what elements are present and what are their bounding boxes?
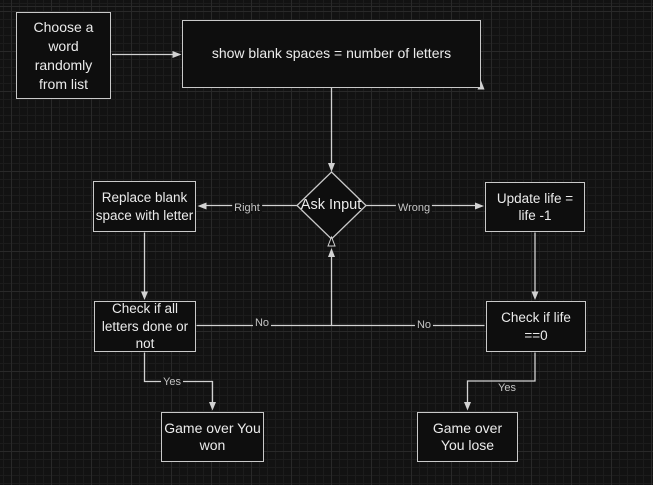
arrowhead-into-replace (197, 202, 207, 210)
arrowhead-into-checklife (531, 291, 539, 300)
node-check-all-letters-label: Check if all letters done or not (101, 301, 189, 352)
node-game-over-lose[interactable]: Game over You lose (417, 412, 518, 462)
edge-label-no-right[interactable]: No (414, 319, 434, 331)
edge-label-yes-right[interactable]: Yes (496, 382, 518, 394)
arrowhead-into-show (172, 51, 182, 58)
arrowhead-into-askinput-top (328, 163, 335, 172)
node-ask-input-label: Ask Input (300, 197, 362, 213)
node-show-blank-spaces[interactable]: show blank spaces = number of letters (182, 20, 481, 88)
node-choose-word[interactable]: Choose a word randomly from list (16, 12, 111, 99)
edge-label-no-left[interactable]: No (252, 317, 272, 329)
node-replace-blank-space[interactable]: Replace blank space with letter (93, 181, 196, 232)
node-show-blank-spaces-label: show blank spaces = number of letters (211, 45, 452, 62)
arrowhead-no-return-lower (328, 248, 335, 257)
arrowhead-into-lose (464, 402, 471, 411)
node-game-over-won-label: Game over You won (164, 419, 261, 454)
edge-label-wrong[interactable]: Wrong (395, 202, 433, 214)
node-update-life-label: Update life = life -1 (496, 190, 574, 224)
arrowhead-into-won (209, 402, 216, 411)
edge-label-right[interactable]: Right (232, 202, 262, 214)
node-choose-word-label: Choose a word randomly from list (33, 18, 94, 92)
node-check-life-zero-label: Check if life ==0 (501, 310, 571, 343)
edge-label-yes-left[interactable]: Yes (161, 376, 183, 388)
node-replace-blank-space-label: Replace blank space with letter (95, 190, 194, 223)
node-game-over-won[interactable]: Game over You won (161, 412, 264, 462)
edge-checklife-to-lose[interactable] (466, 352, 536, 403)
edge-checklife-no-return[interactable] (330, 256, 485, 327)
node-check-life-zero[interactable]: Check if life ==0 (486, 301, 586, 352)
arrowhead-no-return-upper (327, 235, 336, 247)
node-check-all-letters[interactable]: Check if all letters done or not (94, 301, 196, 352)
arrowhead-into-checkletters (141, 291, 148, 300)
node-game-over-lose-label: Game over You lose (432, 419, 503, 454)
node-update-life[interactable]: Update life = life -1 (485, 182, 585, 232)
arrowhead-into-update (475, 202, 484, 210)
